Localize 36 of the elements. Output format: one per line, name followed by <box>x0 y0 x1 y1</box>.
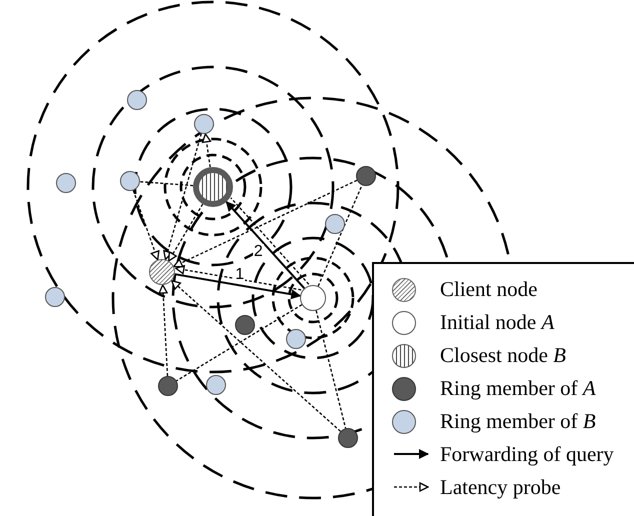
legend-label: Initial node A <box>440 309 554 335</box>
network-node <box>127 90 147 110</box>
probe-arrow <box>132 190 160 260</box>
dotted-line <box>318 184 363 286</box>
forwarding-arrow <box>174 273 302 300</box>
dotted-line <box>176 304 302 382</box>
network-node <box>56 173 76 193</box>
legend-label: Forwarding of query <box>440 441 614 467</box>
network-node <box>356 166 376 186</box>
legend-label: Ring member of B <box>440 408 596 434</box>
probe-arrow <box>158 284 168 376</box>
probe-arrow <box>202 133 212 168</box>
probe-arrow <box>173 180 358 268</box>
network-node <box>235 315 255 335</box>
network-node <box>120 171 140 191</box>
edge-label: 1 <box>234 267 246 284</box>
legend-label: Client node <box>440 276 538 302</box>
network-node <box>325 214 345 234</box>
dotted-line <box>316 310 346 428</box>
probe-arrow <box>175 265 302 291</box>
network-node <box>158 376 178 396</box>
dotted-line <box>140 181 194 186</box>
network-node <box>193 167 233 207</box>
network-node <box>338 428 358 448</box>
network-node <box>45 287 65 307</box>
network-node <box>300 285 326 311</box>
probe-arrow <box>163 133 202 260</box>
network-node <box>149 259 175 285</box>
network-node <box>206 375 226 395</box>
network-node <box>286 329 306 349</box>
legend-label: Latency probe <box>440 474 561 500</box>
probe-arrow <box>168 204 204 262</box>
legend-label: Ring member of A <box>440 375 596 401</box>
legend-label: Closest node B <box>440 342 566 368</box>
network-node <box>194 114 214 134</box>
probe-arrow <box>171 280 341 432</box>
